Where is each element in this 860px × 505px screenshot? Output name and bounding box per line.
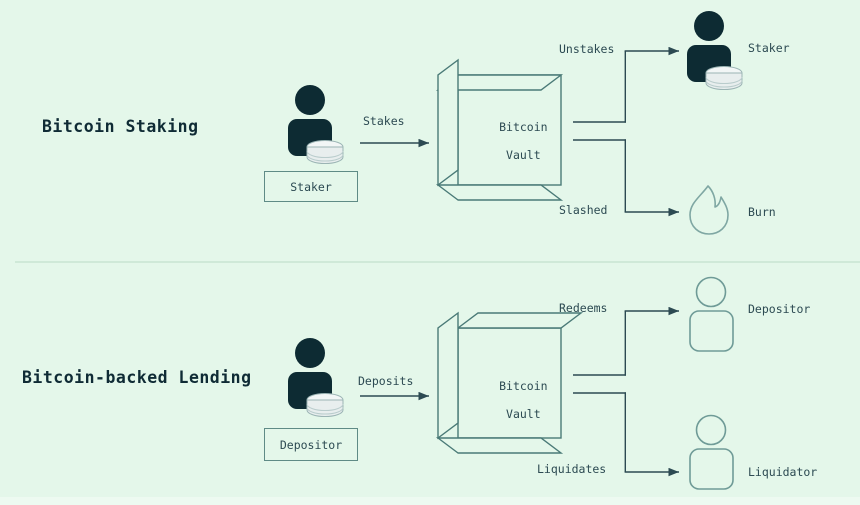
node-label-burn: Burn: [748, 205, 776, 219]
flame-icon: [689, 185, 729, 235]
edge-label-redeems: Redeems: [559, 301, 608, 315]
bitcoin-vault-cube: [435, 58, 564, 201]
node-label-depositor: Depositor: [748, 302, 811, 316]
vault-label-line2: Vault: [506, 148, 541, 162]
person-with-coins-icon: [687, 11, 743, 90]
edge-label-deposits: Deposits: [358, 374, 414, 388]
edge-redeems: [573, 306, 679, 376]
source-box-staker: Staker: [264, 171, 358, 202]
person-with-coins-icon: [288, 85, 344, 164]
page-title-lending: Bitcoin-backed Lending: [22, 368, 252, 387]
edge-unstakes: [573, 46, 679, 123]
edge-label-unstakes: Unstakes: [559, 42, 615, 56]
node-label-liquidator: Liquidator: [748, 465, 818, 479]
page-title-staking: Bitcoin Staking: [42, 117, 199, 136]
vault-label-row2: Bitcoin Vault: [458, 365, 561, 435]
section-divider: [15, 261, 860, 263]
edge-slashed: [573, 139, 679, 217]
vault-label-row1: Bitcoin Vault: [458, 106, 561, 176]
person-outline-icon: [689, 414, 734, 490]
vault-label-line2: Vault: [506, 407, 541, 421]
edge-label-slashed: Slashed: [559, 203, 608, 217]
node-label-staker: Staker: [748, 41, 790, 55]
source-box-staker-label: Staker: [290, 179, 332, 194]
person-with-coins-icon: [288, 338, 344, 417]
person-outline-icon: [689, 276, 734, 352]
source-box-depositor-label: Depositor: [279, 437, 343, 452]
vault-label-line1: Bitcoin: [499, 379, 548, 393]
edge-label-liquidates: Liquidates: [537, 462, 607, 476]
edge-liquidates: [573, 392, 679, 477]
edge-label-stakes: Stakes: [363, 114, 405, 128]
source-box-depositor: Depositor: [264, 428, 358, 461]
bitcoin-vault-cube: [435, 311, 584, 454]
bottom-strip: [0, 497, 860, 505]
vault-label-line1: Bitcoin: [499, 120, 548, 134]
